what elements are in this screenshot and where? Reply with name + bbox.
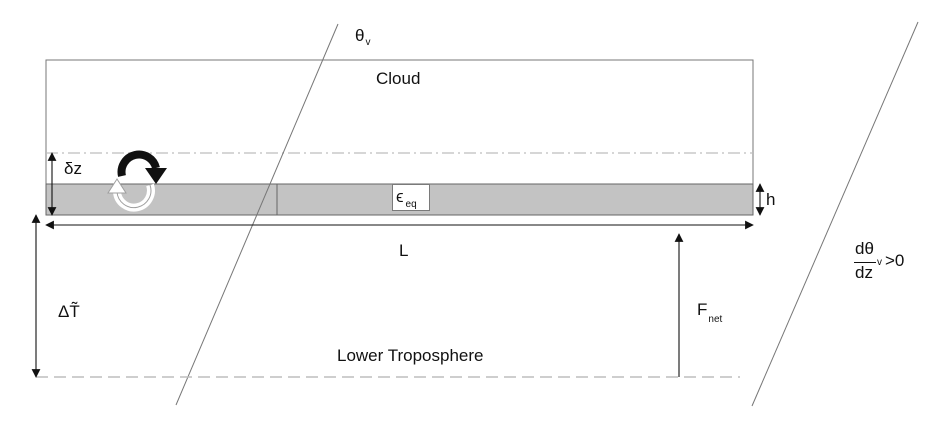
dark-circulation-arrowhead (145, 168, 167, 184)
gradient-profile-line (751, 21, 919, 407)
gradient-subscript: v (877, 257, 882, 268)
h-label: h (766, 190, 776, 209)
theta-subscript: v (365, 37, 371, 48)
light-circulation-arrowhead (107, 178, 127, 194)
epsilon-eq-box (392, 184, 430, 211)
gradient-relation: >0 (885, 251, 905, 270)
delta-t-label: ΔT̃ (58, 302, 80, 321)
f-subscript: net (708, 314, 723, 325)
cloud-label: Cloud (376, 69, 421, 88)
epsilon-subscript: eq (405, 199, 417, 210)
dark-circulation-arrow (117, 150, 160, 177)
gradient-denominator: dz (855, 263, 873, 282)
length-label: L (399, 241, 409, 260)
theta-v-profile-line (175, 23, 339, 406)
gradient-num-text: dθ (855, 239, 874, 258)
delta-z-label: δz (64, 159, 82, 178)
f-symbol: F (697, 300, 708, 319)
f-net-label: Fnet (697, 300, 722, 325)
gradient-numerator: dθ (855, 240, 874, 257)
theta-symbol: θ (355, 26, 365, 45)
lower-troposphere-label: Lower Troposphere (337, 346, 484, 365)
gradient-fraction-bar (854, 262, 876, 263)
theta-label: θv (355, 26, 370, 48)
light-circulation-arrow-outline (116, 184, 152, 209)
epsilon-symbol: ϵ (396, 187, 404, 206)
